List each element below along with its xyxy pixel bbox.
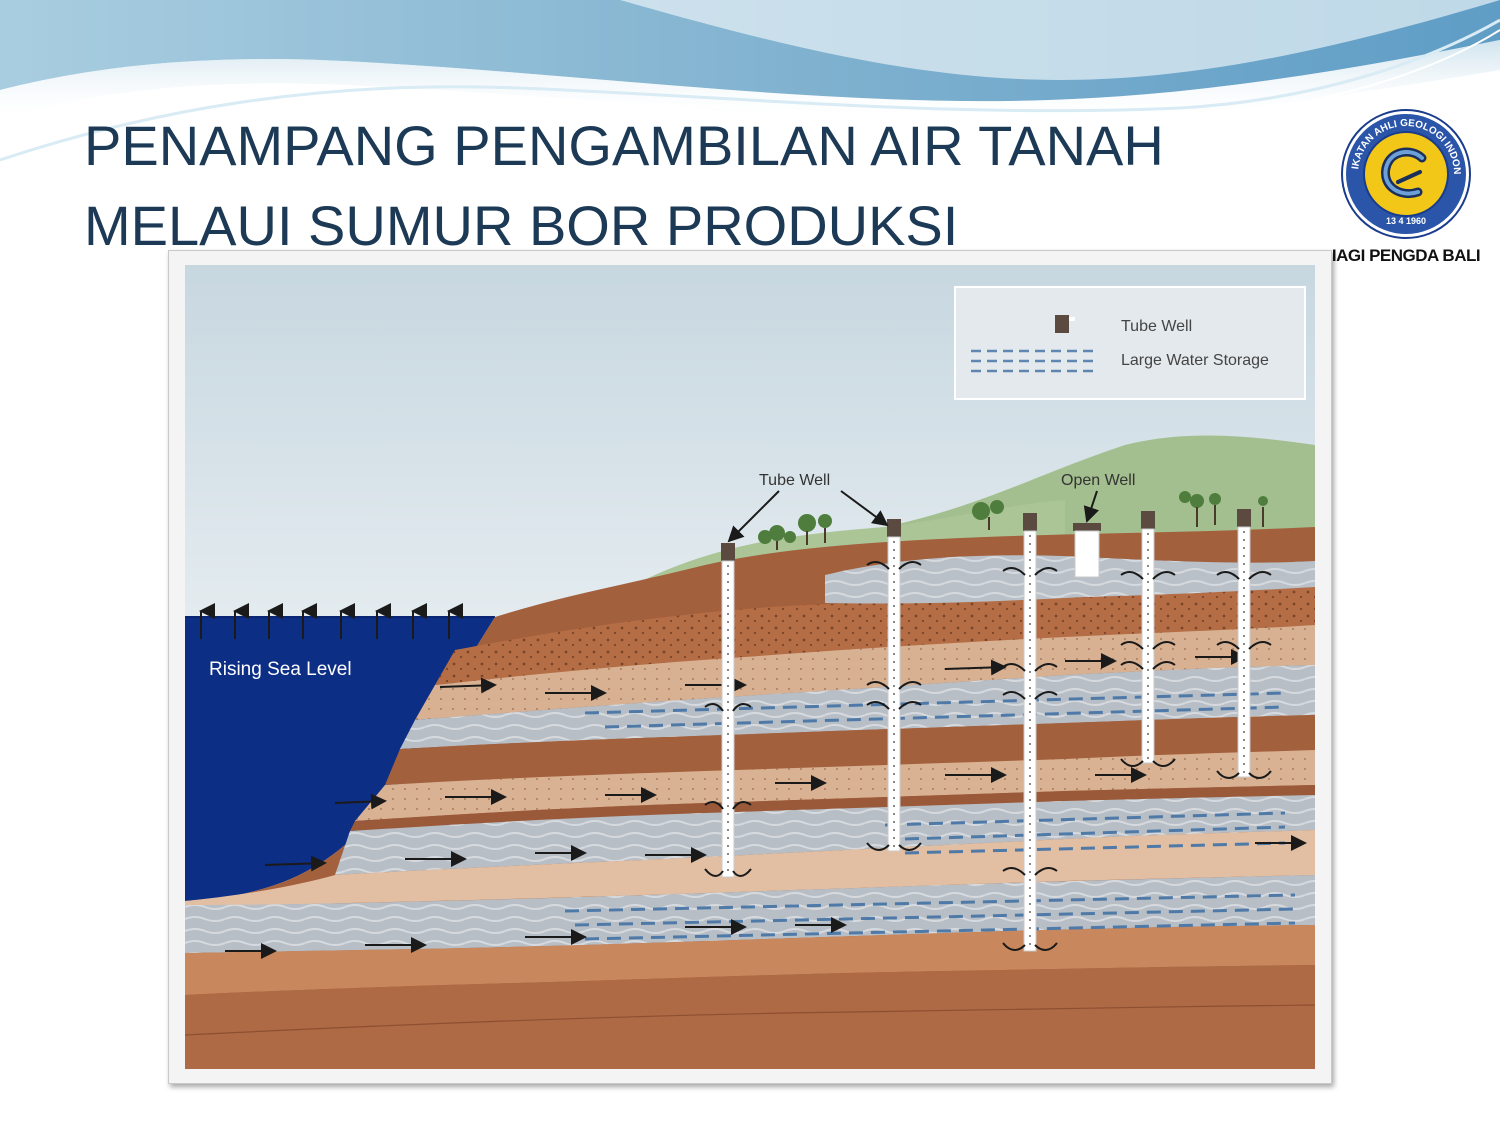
rising-sea-level-arrows: [199, 603, 463, 639]
legend-tube-well-label: Tube Well: [1121, 318, 1192, 335]
rising-sea-level-label: Rising Sea Level: [209, 659, 352, 680]
legend-water-storage-icon: [971, 349, 1095, 373]
slide-title: PENAMPANG PENGAMBILAN AIR TANAH MELAUI S…: [84, 106, 1264, 266]
header-wave-decoration: [0, 0, 1500, 169]
large-water-storage: [564, 691, 1296, 941]
legend-tube-well-icon: [1055, 315, 1075, 333]
legend: Tube Well Large Water Storage: [954, 286, 1306, 400]
tube-well-label: Tube Well: [759, 472, 830, 489]
tube-well-1: [721, 543, 735, 878]
well-inflow-arrows: [704, 561, 1272, 951]
logo-caption: IAGI PENGDA BALI: [1331, 246, 1481, 265]
tube-well-5: [1237, 509, 1251, 778]
layer-clay-1: [385, 715, 1315, 785]
open-well-label: Open Well: [1061, 472, 1135, 489]
tube-well-2: [887, 519, 901, 852]
layer-bedrock: [185, 965, 1315, 1069]
cross-section-diagram: Rising Sea Level Tube Well Open Well Tub…: [185, 265, 1315, 1069]
tube-well-leader-lines: [727, 490, 889, 543]
slide-title-line-2: MELAUI SUMUR BOR PRODUKSI: [84, 194, 959, 257]
tube-well-4: [1141, 511, 1155, 764]
tube-well-3: [1023, 513, 1037, 952]
layer-gravel-2: [350, 785, 1315, 831]
iagi-logo: IKATAN AHLI GEOLOGI INDONESIA 13 4 1960: [1336, 104, 1471, 239]
legend-water-storage-label: Large Water Storage: [1121, 352, 1269, 369]
tube-wells: [721, 509, 1251, 952]
sea: [185, 617, 495, 901]
open-well: [1073, 523, 1101, 578]
trees: [758, 491, 1268, 544]
groundwater-cross-section-figure: Rising Sea Level Tube Well Open Well Tub…: [168, 250, 1332, 1084]
logo-date-text: 13 4 1960: [1386, 216, 1426, 226]
groundwater-flow-arrows: [225, 649, 1307, 959]
open-well-leader-line: [1083, 490, 1100, 523]
slide-title-line-1: PENAMPANG PENGAMBILAN AIR TANAH: [84, 114, 1164, 177]
